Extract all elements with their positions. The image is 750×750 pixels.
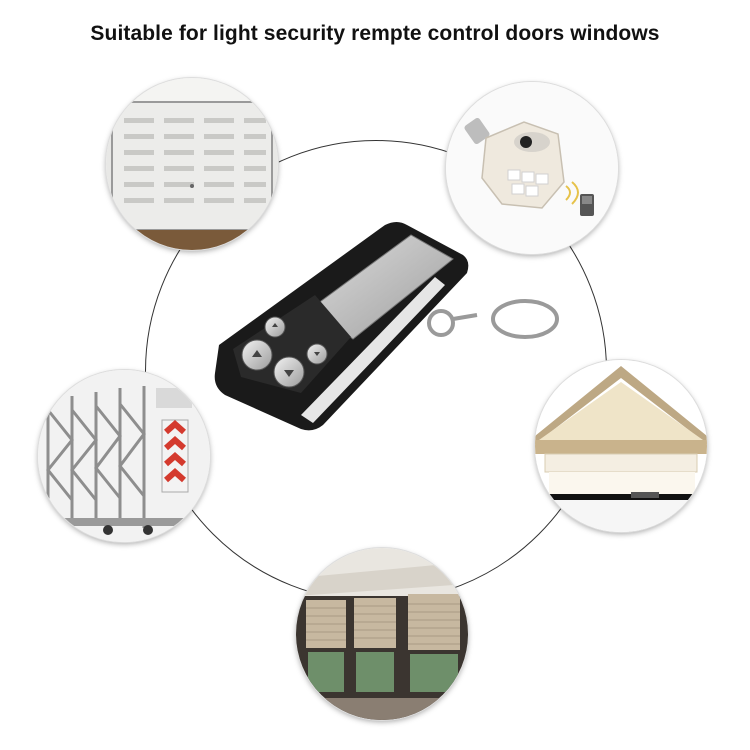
security-light-image bbox=[446, 82, 618, 254]
retractable-gate-image bbox=[38, 370, 210, 542]
remote-control-image bbox=[205, 215, 565, 445]
headline: Suitable for light security rempte contr… bbox=[90, 22, 660, 45]
roller-shutter-windows-image bbox=[296, 548, 468, 720]
garage-door-image bbox=[106, 78, 278, 250]
